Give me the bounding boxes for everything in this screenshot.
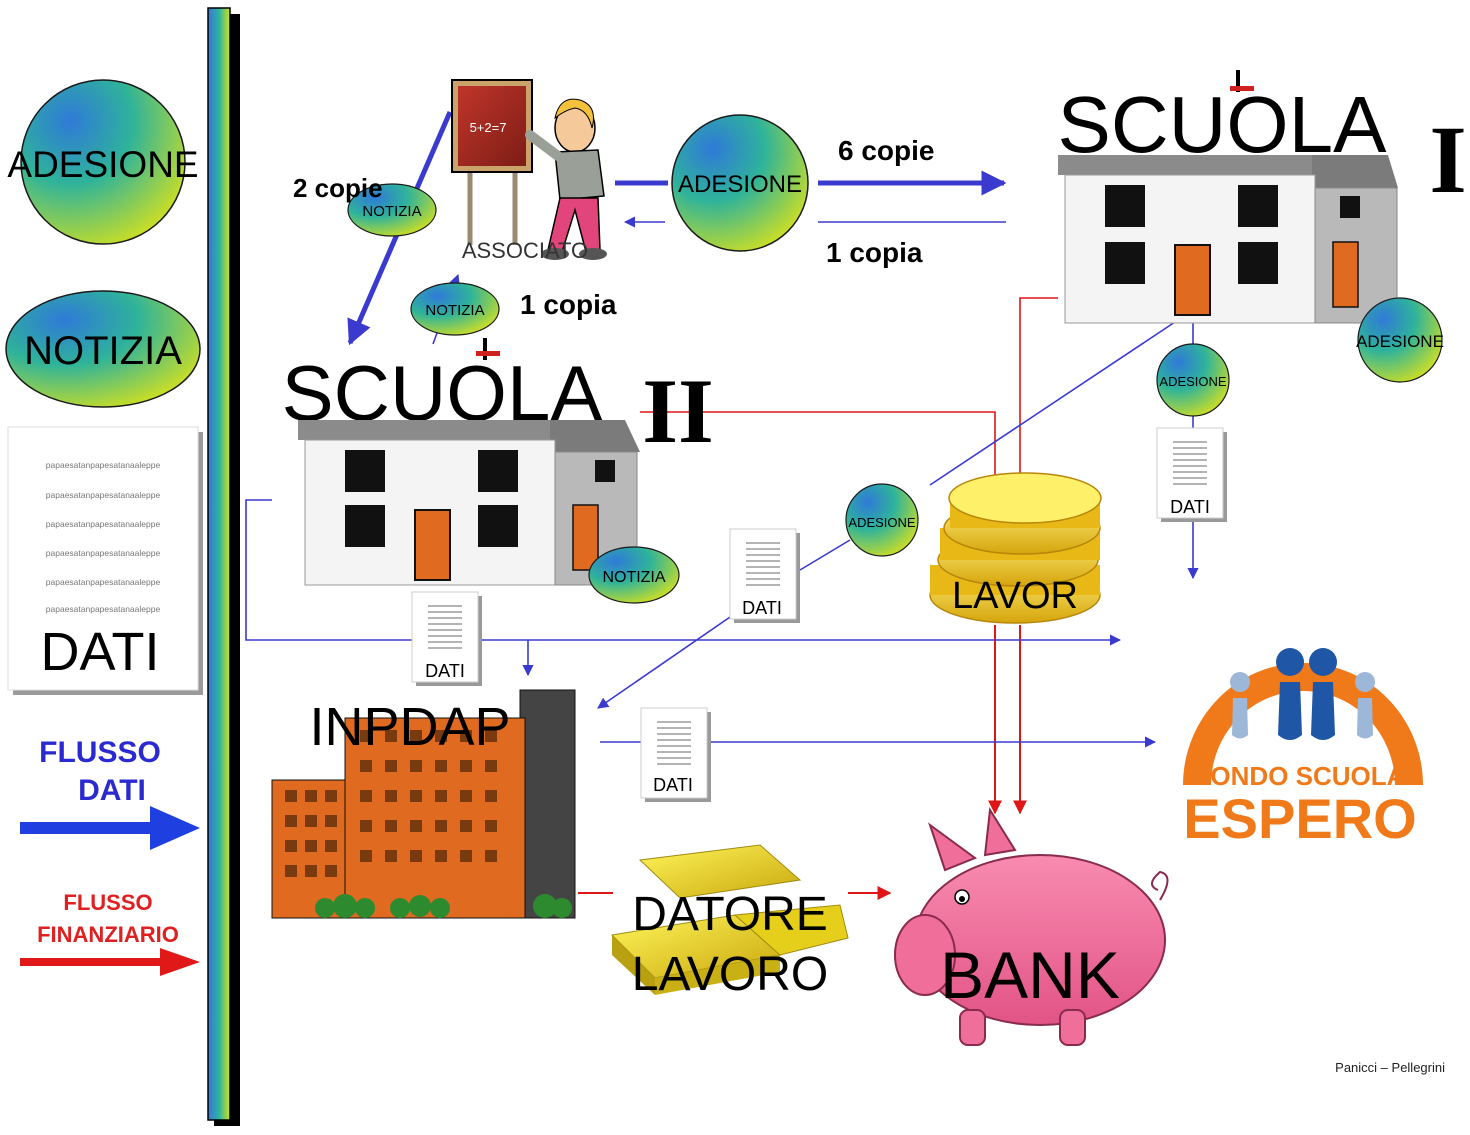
datore-lavoro-gold: DATORE LAVORO <box>610 844 849 1001</box>
dati-doc-label: DATI <box>1170 497 1210 517</box>
notizia-badge-label: NOTIZIA <box>602 569 665 586</box>
blue-flow-scuola2-espero <box>245 499 1122 646</box>
blue-flow-to-inpdap-diag <box>597 614 734 709</box>
legend-notizia-badge: NOTIZIA <box>5 290 201 408</box>
dati-doc-inpdap: DATI <box>640 707 711 802</box>
red-flow-scuola2-lavor <box>640 411 996 490</box>
legend-dati-line: papaesatanpapesatanaaleppe <box>46 604 161 614</box>
label-1-copia-scuola2: 1 copia <box>520 289 617 320</box>
adesione-badge-label: ADESIONE <box>678 171 802 198</box>
legend-flusso-fin-line2: FINANZIARIO <box>37 922 179 947</box>
adesione-badge-label: ADESIONE <box>1159 374 1227 389</box>
fondo-label-line1: FONDO SCUOLA <box>1195 761 1406 791</box>
datore-label-line1: DATORE <box>632 888 828 941</box>
legend-dati-line: papaesatanpapesatanaaleppe <box>46 519 161 529</box>
red-flow-scuola1-lavor <box>1019 297 1058 490</box>
blue-flow-diag-mid <box>799 539 851 571</box>
legend-notizia-label: NOTIZIA <box>24 329 182 373</box>
dati-doc-scuola1: DATI <box>1156 427 1227 522</box>
legend-flusso-dati-line1: FLUSSO <box>39 736 161 769</box>
adesione-badge-label: ADESIONE <box>1356 332 1444 351</box>
legend: ADESIONE NOTIZIA papaesatanpapesatanaale… <box>5 79 203 976</box>
dati-doc-label: DATI <box>653 775 693 795</box>
inpdap-label: INPDAP <box>309 697 510 757</box>
scuola-2-number: II <box>642 360 714 462</box>
blackboard-text: 5+2=7 <box>470 120 507 135</box>
notizia-badge-label: NOTIZIA <box>425 302 484 319</box>
bank-piggy: BANK <box>894 807 1169 1046</box>
scuola-2-building: SCUOLA II <box>282 338 714 586</box>
inpdap-building: INPDAP <box>271 689 576 919</box>
separator-bar <box>207 7 240 1126</box>
associato-label: ASSOCIATO <box>462 238 588 263</box>
fondo-label-line2: ESPERO <box>1183 787 1416 850</box>
legend-dati-label: DATI <box>41 622 160 682</box>
legend-dati-line: papaesatanpapesatanaaleppe <box>46 548 161 558</box>
notizia-badge-label: NOTIZIA <box>362 203 421 220</box>
lavor-coins: LAVOR <box>929 472 1102 624</box>
scuola-1-title: SCUOLA <box>1058 80 1388 169</box>
notizia-badge-scuola2: NOTIZIA <box>588 546 680 604</box>
adesione-badge-scuola1: ADESIONE <box>1356 297 1444 383</box>
dati-doc-label: DATI <box>425 661 465 681</box>
blue-flow-scuola1-diag <box>929 321 1176 486</box>
legend-adesione-badge: ADESIONE <box>7 79 199 245</box>
scuola-1-building: SCUOLA I <box>1058 70 1467 324</box>
dati-doc-center: DATI <box>729 528 800 623</box>
label-1-copia-scuola1: 1 copia <box>826 237 923 268</box>
notizia-badge-mid: NOTIZIA <box>410 282 500 336</box>
legend-dati-line: papaesatanpapesatanaaleppe <box>46 490 161 500</box>
bank-label: BANK <box>940 938 1120 1012</box>
datore-label-line2: LAVORO <box>632 948 829 1001</box>
scuola-1-number: I <box>1429 106 1466 213</box>
fondo-espero-logo: FONDO SCUOLA ESPERO <box>1183 648 1423 850</box>
legend-blue-arrow-icon <box>20 806 200 850</box>
label-6-copie: 6 copie <box>838 135 934 166</box>
adesione-badge-small: ADESIONE <box>1156 343 1230 417</box>
adesione-badge-label: ADESIONE <box>848 515 916 530</box>
legend-dati-document: papaesatanpapesatanaaleppe papaesatanpap… <box>7 426 203 695</box>
legend-flusso-dati-line2: DATI <box>78 774 146 807</box>
legend-flusso-finanziario: FLUSSO FINANZIARIO <box>20 890 200 976</box>
legend-flusso-fin-line1: FLUSSO <box>63 890 152 915</box>
legend-flusso-dati: FLUSSO DATI <box>20 736 200 850</box>
dati-doc-label: DATI <box>742 598 782 618</box>
legend-adesione-label: ADESIONE <box>7 144 198 185</box>
label-2-copie: 2 copie <box>293 173 383 203</box>
dati-doc-scuola2: DATI <box>411 591 482 686</box>
notizia-badge-top: NOTIZIA <box>347 183 437 237</box>
legend-red-arrow-icon <box>20 948 200 976</box>
legend-dati-line: papaesatanpapesatanaaleppe <box>46 460 161 470</box>
associato-teacher: 5+2=7 ASSOCIATO <box>451 79 607 263</box>
legend-dati-line: papaesatanpapesatanaaleppe <box>46 577 161 587</box>
adesione-badge-main: ADESIONE <box>671 114 809 252</box>
lavor-label: LAVOR <box>952 575 1078 617</box>
adesione-badge-center: ADESIONE <box>845 483 919 557</box>
footer-credit: Panicci – Pellegrini <box>1335 1060 1445 1075</box>
